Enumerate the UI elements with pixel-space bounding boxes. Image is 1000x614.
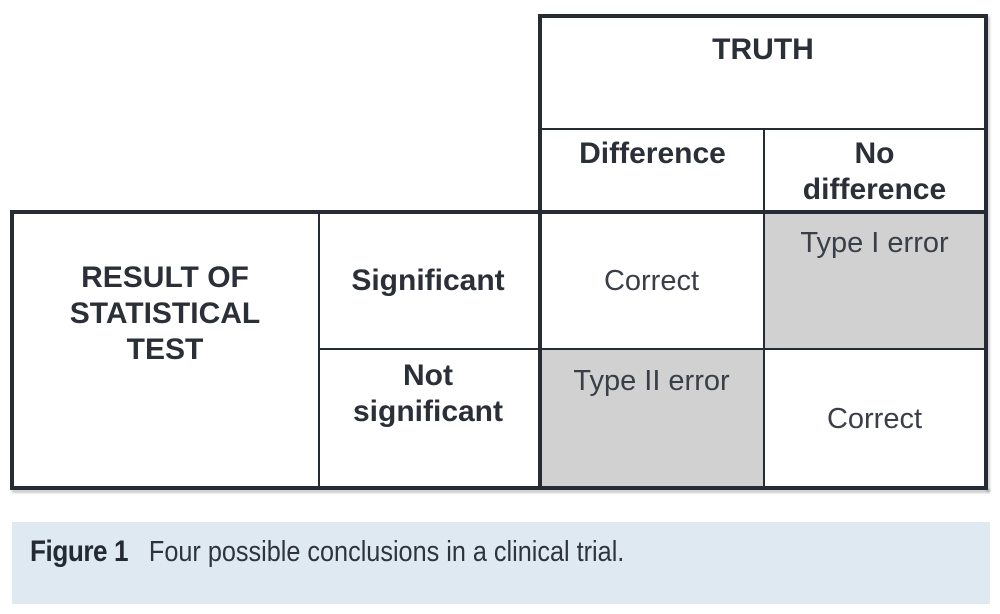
table-border-truth-left (538, 14, 542, 490)
table-border-left (10, 210, 14, 490)
cell-not-significant-difference: Type II error (542, 352, 761, 486)
column-header-no-difference: No difference (765, 130, 984, 208)
column-header-difference: Difference (542, 130, 763, 208)
figure-caption-bar: Figure 1 Four possible conclusions in a c… (12, 522, 990, 604)
table-divider-significant-rows (320, 348, 984, 350)
figure-caption-text: Four possible conclusions in a clinical … (148, 536, 625, 568)
figure-caption-number: Figure 1 (30, 535, 129, 568)
row-header-label: Significant (351, 264, 505, 297)
cell-value: Type II error (573, 365, 730, 397)
table-border-right (984, 14, 988, 490)
cell-significant-difference: Correct (542, 214, 761, 348)
row-header-significant: Significant (320, 214, 536, 348)
row-header-label: Not significant (352, 359, 503, 428)
cell-value: Correct (826, 403, 923, 435)
row-header-not-significant: Not significant (320, 352, 536, 486)
table-border-body-top (10, 210, 988, 214)
table-divider-result-col (318, 214, 320, 486)
column-header-label: Difference (579, 137, 726, 170)
table-divider-truth-bottom (542, 128, 984, 130)
column-header-label: No difference (802, 137, 947, 206)
table-border-top (538, 14, 988, 18)
figure-caption: Figure 1 Four possible conclusions in a c… (30, 534, 865, 570)
row-group-header-label: RESULT OF STATISTICAL TEST (69, 261, 261, 366)
column-group-header-truth: TRUTH (542, 18, 984, 128)
shaded-cell-type-2-error (538, 350, 763, 490)
cell-value: Correct (603, 265, 700, 297)
cell-not-significant-no-difference: Correct (765, 352, 984, 486)
column-group-header-label: TRUTH (712, 33, 814, 66)
table-divider-difference-cols (763, 130, 765, 486)
cell-significant-no-difference: Type I error (765, 214, 984, 348)
cell-value: Type I error (800, 227, 949, 259)
shaded-cell-type-1-error (763, 210, 988, 350)
table-border-bottom (10, 486, 988, 490)
row-group-header-result-of-statistical-test: RESULT OF STATISTICAL TEST (14, 214, 316, 486)
